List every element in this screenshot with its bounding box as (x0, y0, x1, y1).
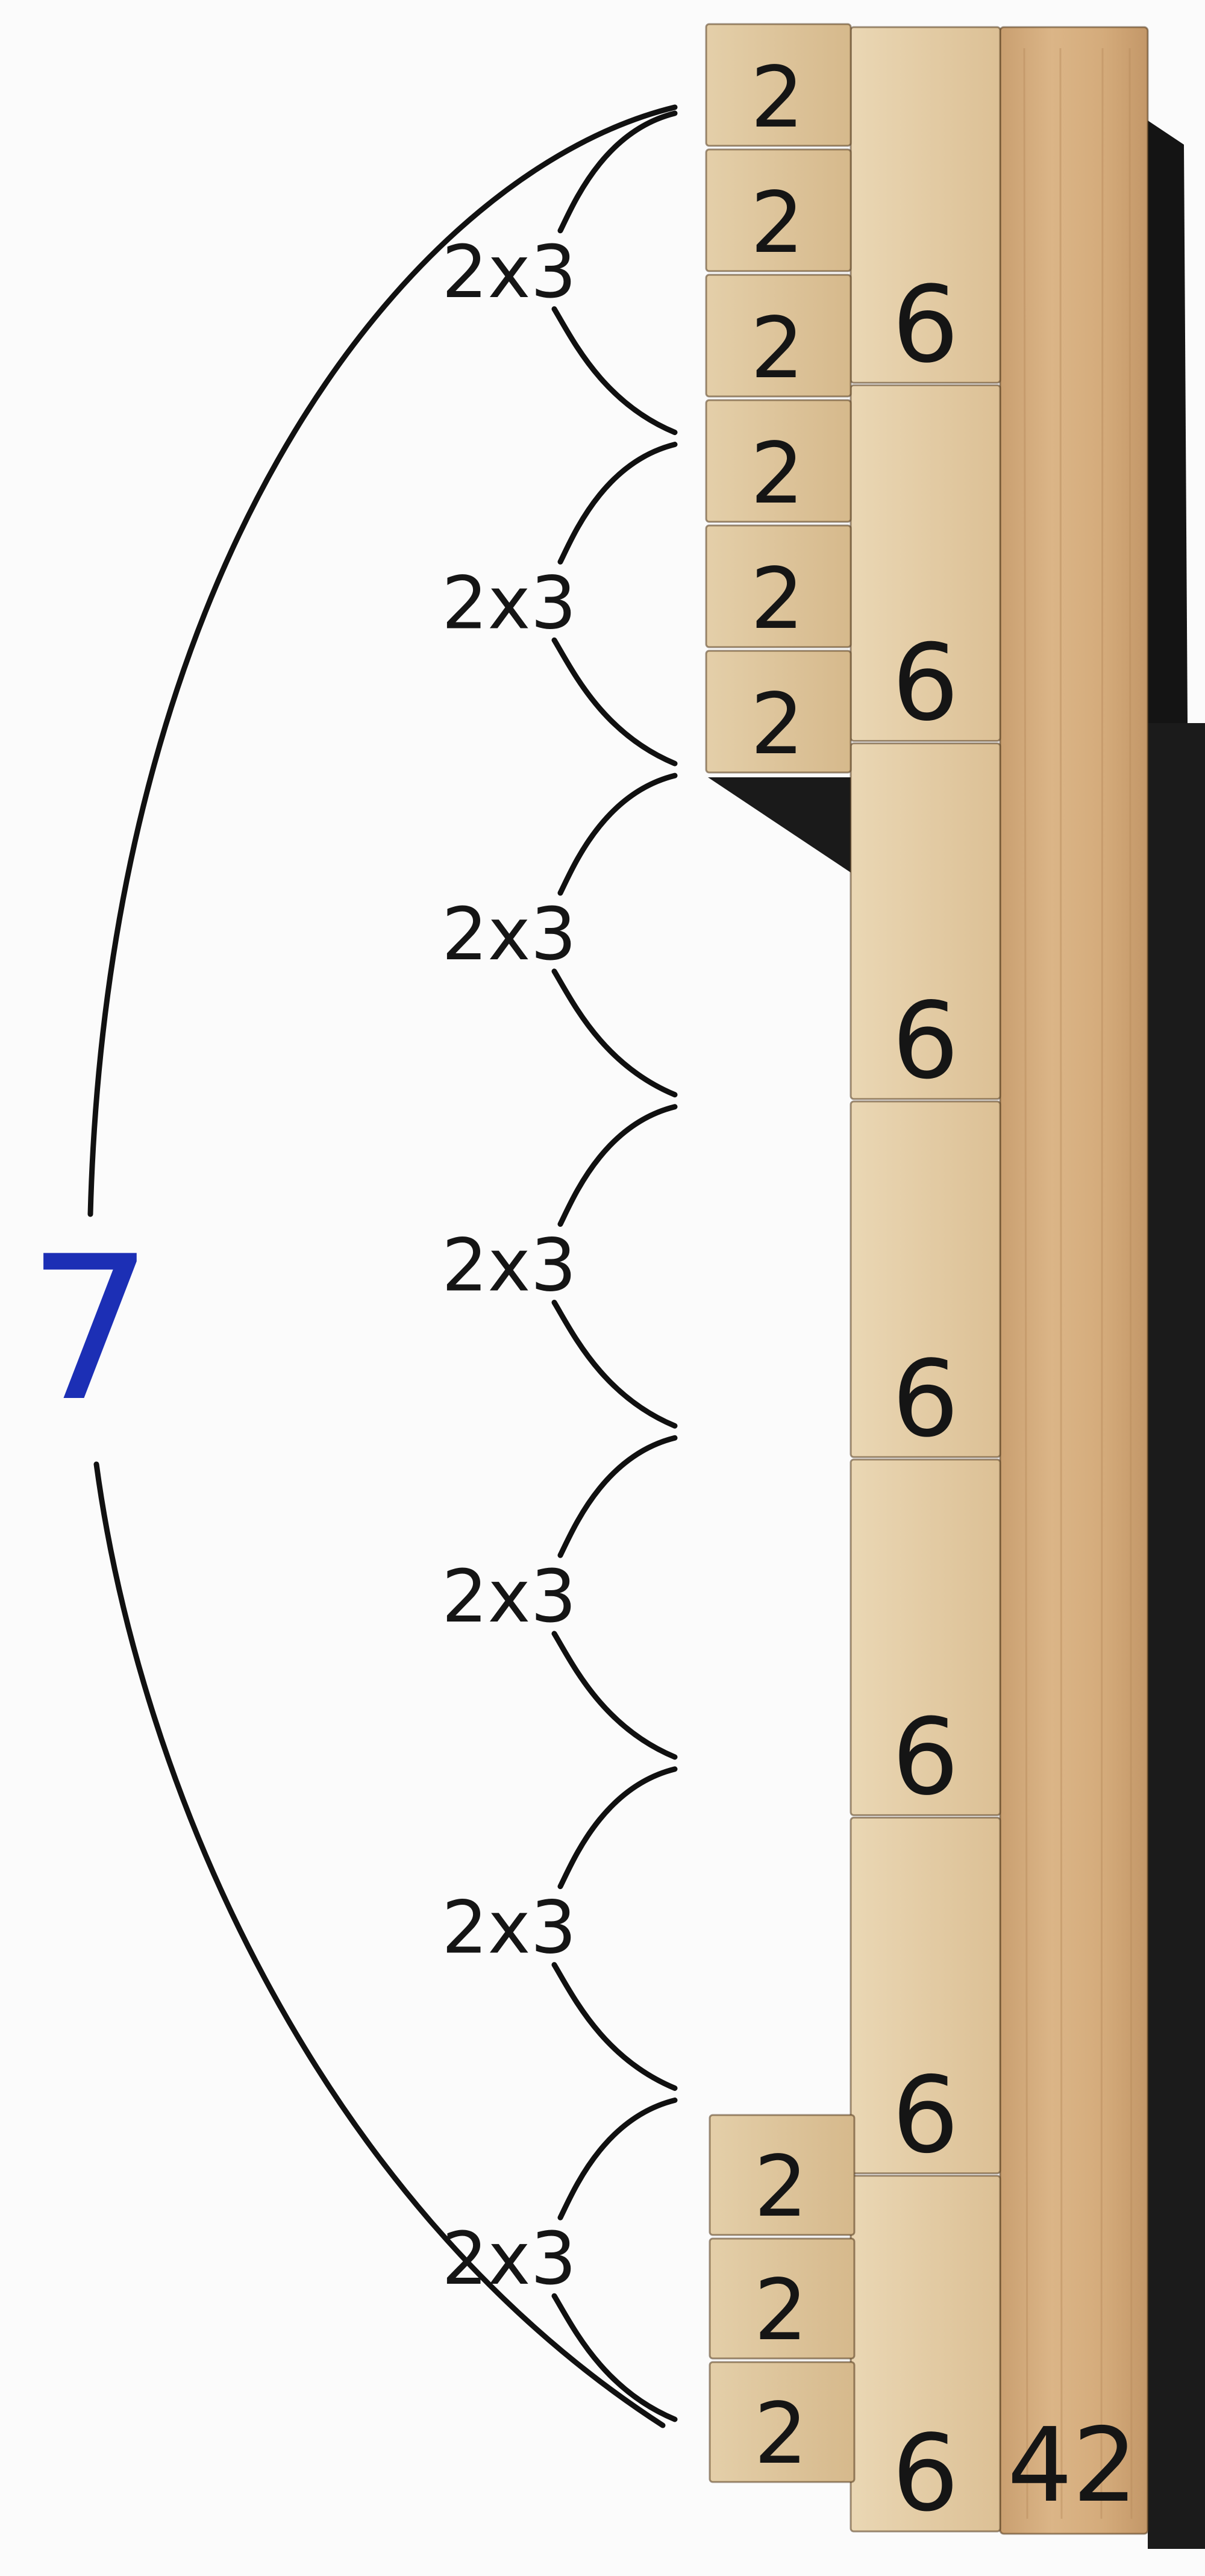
group-brace (551, 1104, 678, 1429)
group-brace (551, 772, 678, 1098)
rod-grain (1023, 48, 1133, 2519)
six-label: 6 (892, 622, 959, 745)
group-label: 2x3 (442, 562, 577, 645)
six-label: 6 (892, 1338, 959, 1461)
group-label: 2x3 (442, 1224, 577, 1308)
six-column: 6 6 6 6 6 6 6 (850, 26, 1001, 2535)
six-block (850, 742, 1001, 1100)
two-block (705, 399, 852, 523)
two-block (709, 2361, 856, 2483)
two-label: 2 (754, 2261, 807, 2360)
group-brace (551, 442, 678, 766)
two-label: 2 (750, 174, 804, 272)
two-block (705, 23, 852, 147)
rod-42 (999, 26, 1149, 2535)
group-brace (551, 1766, 678, 2091)
group-brace (551, 110, 678, 436)
big-brace-upper (87, 104, 678, 1217)
two-label: 2 (750, 550, 804, 648)
two-label: 2 (750, 299, 804, 398)
six-label: 6 (892, 2055, 959, 2177)
two-label: 2 (750, 425, 804, 523)
group-label: 2x3 (442, 231, 577, 315)
two-block (705, 524, 852, 648)
two-block (705, 274, 852, 398)
group-label: 2x3 (442, 893, 577, 977)
rod-label: 42 (1007, 2406, 1138, 2525)
two-label: 2 (750, 49, 804, 147)
group-braces: 2x3 2x3 2x3 2x3 2x3 2x3 2x3 (442, 110, 678, 2422)
group-brace (551, 2097, 678, 2422)
two-stack-top: 2 2 2 2 2 2 (705, 23, 852, 774)
six-block (850, 1458, 1001, 1816)
six-block (850, 1816, 1001, 2175)
big-brace-lower (93, 1461, 666, 2428)
six-label: 6 (892, 980, 959, 1103)
six-label: 6 (892, 1696, 959, 1819)
two-block (705, 148, 852, 272)
two-block (709, 2114, 856, 2236)
two-block (709, 2237, 856, 2360)
stack-shadow (708, 777, 853, 874)
two-label: 2 (754, 2385, 807, 2483)
group-label: 2x3 (442, 1887, 577, 1970)
group-label: 2x3 (442, 1555, 577, 1639)
group-brace (551, 1435, 678, 1760)
group-label: 2x3 (442, 2217, 577, 2301)
six-label: 6 (892, 264, 959, 386)
two-stack-bottom: 2 2 2 (709, 2114, 856, 2483)
six-block (850, 1100, 1001, 1458)
six-label: 6 (892, 2413, 959, 2535)
two-block (705, 650, 852, 774)
two-label: 2 (754, 2138, 807, 2236)
total-label: 7 (27, 1214, 154, 1445)
rod-shadow-lower (1148, 723, 1205, 2549)
two-label: 2 (750, 675, 804, 774)
